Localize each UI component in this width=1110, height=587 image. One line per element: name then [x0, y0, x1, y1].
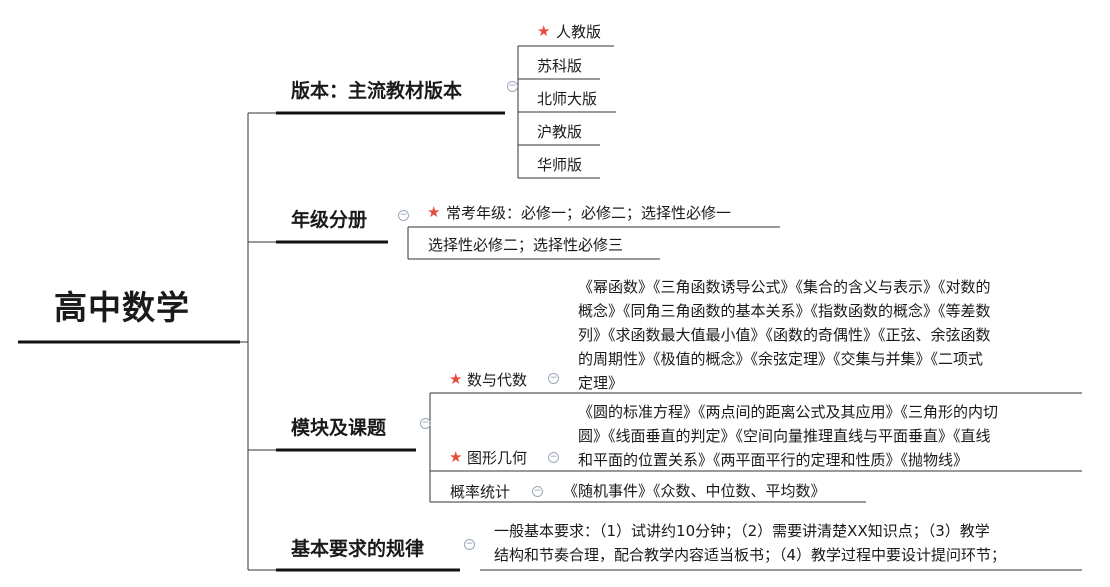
requirements-text: 一般基本要求：（1）试讲约10分钟；（2）需要讲清楚XX知识点；（3）教学 结构…: [494, 519, 1006, 567]
topic-line: 《随机事件》《众数、中位数、平均数》: [563, 482, 826, 500]
branch-modules-label[interactable]: 模块及课题: [291, 417, 387, 439]
star-icon: ★: [449, 448, 463, 466]
collapse-toggle-icon[interactable]: −: [532, 486, 543, 497]
version-item-suke[interactable]: 苏科版: [537, 57, 583, 75]
version-item-beishida[interactable]: 北师大版: [537, 90, 598, 108]
topic-line: 和平面的位置关系》《两平面平行的定理和性质》《抛物线》: [578, 451, 969, 469]
grade-item-common[interactable]: 常考年级：必修一；必修二；选择性必修一: [446, 204, 732, 222]
collapse-toggle-icon[interactable]: −: [464, 539, 475, 550]
topic-line: 《圆的标准方程》《两点间的距离公式及其应用》《三角形的内切: [578, 403, 999, 421]
version-item-renjiao[interactable]: 人教版: [556, 23, 602, 41]
star-icon: ★: [449, 370, 463, 388]
requirement-line: 结构和节奏合理，配合教学内容适当板书；（4）教学过程中要设计提问环节；: [494, 546, 1007, 564]
branch-grade-label[interactable]: 年级分册: [291, 209, 368, 231]
root-node-label[interactable]: 高中数学: [54, 288, 190, 327]
module-probability-label[interactable]: 概率统计: [450, 483, 511, 501]
topic-line: 概念》《同角三角函数的基本关系》《指数函数的概念》《等差数: [578, 302, 991, 320]
module-geometry-topics: 《圆的标准方程》《两点间的距离公式及其应用》《三角形的内切 圆》《线面垂直的判定…: [578, 400, 998, 472]
branch-version-label[interactable]: 版本：主流教材版本: [291, 80, 463, 102]
topic-line: 《幂函数》《三角函数诱导公式》《集合的含义与表示》《对数的: [578, 278, 991, 296]
collapse-toggle-icon[interactable]: −: [420, 418, 431, 429]
grade-item-elective[interactable]: 选择性必修二；选择性必修三: [428, 236, 624, 254]
collapse-toggle-icon[interactable]: −: [548, 452, 559, 463]
requirement-line: 一般基本要求：（1）试讲约10分钟；（2）需要讲清楚XX知识点；（3）教学: [494, 522, 990, 540]
module-probability-topics: 《随机事件》《众数、中位数、平均数》: [563, 479, 826, 503]
branch-requirements-label[interactable]: 基本要求的规律: [291, 538, 425, 560]
topic-line: 列》《求函数最大值最小值》《函数的奇偶性》《正弦、余弦函数: [578, 326, 991, 344]
collapse-toggle-icon[interactable]: −: [398, 210, 409, 221]
collapse-toggle-icon[interactable]: −: [507, 81, 518, 92]
module-algebra-topics: 《幂函数》《三角函数诱导公式》《集合的含义与表示》《对数的 概念》《同角三角函数…: [578, 275, 991, 395]
topic-line: 圆》《线面垂直的判定》《空间向量推理直线与平面垂直》《直线: [578, 427, 991, 445]
collapse-toggle-icon[interactable]: −: [548, 373, 559, 384]
version-item-hujiao[interactable]: 沪教版: [537, 123, 583, 141]
topic-line: 的周期性》《极值的概念》《余弦定理》《交集与并集》《二项式: [578, 350, 984, 368]
module-algebra-label[interactable]: 数与代数: [467, 371, 528, 389]
topic-line: 定理》: [578, 374, 624, 392]
star-icon: ★: [427, 203, 441, 221]
star-icon: ★: [537, 22, 551, 40]
version-item-huashi[interactable]: 华师版: [537, 156, 583, 174]
module-geometry-label[interactable]: 图形几何: [467, 449, 528, 467]
